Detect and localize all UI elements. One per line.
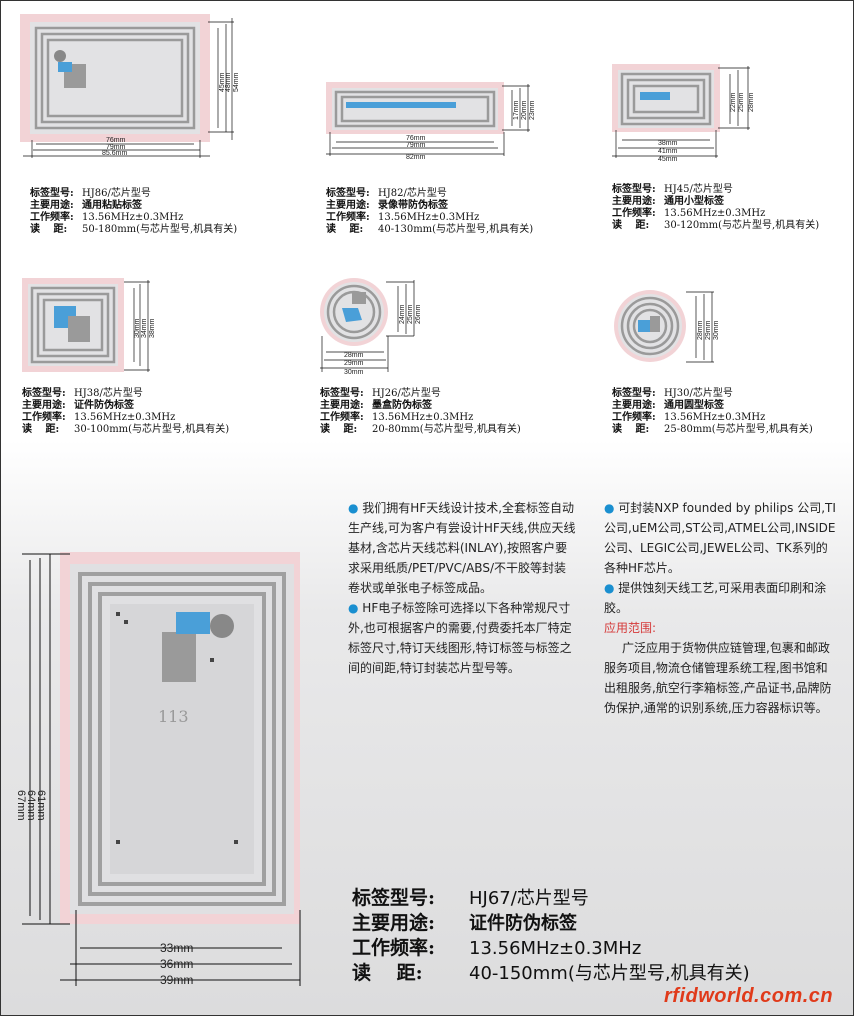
tag-card-hj86: 76mm 79mm 85.6mm 45mm 48mm 54mm [18, 12, 248, 172]
desc-p2: HF电子标签除可选择以下各种常规尺寸外,也可根据客户的需要,付费委托本厂特定标签… [348, 601, 572, 675]
tag-diagram-hj38: 30mm 34mm 38mm [22, 278, 156, 372]
dim-h-2: 64mm [25, 790, 37, 821]
tag-diagram-hj67: 113 61mm 64mm 67mm 33mm 36mm 39mm [15, 552, 301, 987]
dim-h-1: 28mm [697, 320, 704, 340]
dim-h-3: 67mm [15, 790, 27, 821]
specs-hj30: 标签型号:HJ30/芯片型号 主要用途:通用圆型标签 工作频率:13.56MHz… [612, 388, 813, 435]
description-col-1: ● 我们拥有HF天线设计技术,全套标签自动生产线,可为客户有尝设计HF天线,供应… [348, 498, 576, 678]
tag-diagram-hj26: 28mm 29mm 30mm 24mm 25mm 26mm [320, 278, 422, 376]
desc-p1: 我们拥有HF天线设计技术,全套标签自动生产线,可为客户有尝设计HF天线,供应天线… [348, 501, 576, 595]
chip-number: 113 [158, 707, 189, 726]
dim-h-1: 61mm [35, 790, 47, 821]
dim-w-2: 41mm [658, 148, 678, 155]
bullet-icon: ● [604, 581, 619, 595]
tag-card-hj30: 28mm 29mm 30mm [610, 290, 730, 380]
specs-hj26: 标签型号:HJ26/芯片型号 主要用途:墨盒防伪标签 工作频率:13.56MHz… [320, 388, 521, 435]
tag-diagram-hj86: 76mm 79mm 85.6mm 45mm 48mm 54mm [20, 14, 240, 158]
dim-h-3: 23mm [529, 100, 536, 120]
specs-hj86: 标签型号:HJ86/芯片型号 主要用途:通用粘贴标签 工作频率:13.56MHz… [30, 188, 238, 235]
dim-w-1: 33mm [160, 941, 193, 955]
application-title: 应用范围: [604, 621, 657, 635]
dim-w-2: 79mm [106, 144, 126, 151]
tag-diagram-hj30: 28mm 29mm 30mm [614, 290, 720, 363]
dim-h-1: 22mm [730, 92, 737, 112]
dim-w-2: 29mm [344, 360, 364, 367]
dim-w-2: 79mm [406, 142, 426, 149]
specs-hj67: 标签型号:HJ67/芯片型号 主要用途:证件防伪标签 工作频率:13.56MHz… [352, 887, 750, 984]
bullet-icon: ● [604, 501, 619, 515]
tag-card-hj26: 28mm 29mm 30mm 24mm 25mm 26mm [318, 276, 438, 386]
dim-h-2: 20mm [521, 100, 528, 120]
tag-card-hj82: 76mm 79mm 82mm 17mm 20mm 23mm [324, 80, 554, 170]
dim-h-2: 25mm [407, 304, 414, 324]
site-watermark: rfidworld.com.cn [664, 985, 834, 1007]
description-col-2: ● 可封装NXP founded by philips 公司,TI公司,uEM公… [604, 498, 836, 718]
dim-w-1: 28mm [344, 352, 364, 359]
dim-h-1: 24mm [399, 304, 406, 324]
dim-h-3: 38mm [149, 318, 156, 338]
dim-h-1: 45mm [219, 72, 226, 92]
specs-hj45: 标签型号:HJ45/芯片型号 主要用途:通用小型标签 工作频率:13.56MHz… [612, 184, 820, 231]
dim-h-1: 17mm [513, 100, 520, 120]
dim-w-1: 38mm [658, 140, 678, 147]
specs-hj38: 标签型号:HJ38/芯片型号 主要用途:证件防伪标签 工作频率:13.56MHz… [22, 388, 230, 435]
dim-h-2: 48mm [225, 72, 232, 92]
dim-h-2: 25mm [738, 92, 745, 112]
dim-w-1: 76mm [406, 135, 426, 142]
dim-h-1: 30mm [134, 318, 141, 338]
specs-hj82: 标签型号:HJ82/芯片型号 主要用途:录像带防伪标签 工作频率:13.56MH… [326, 188, 534, 235]
dim-w-3: 30mm [344, 369, 364, 376]
tag-diagram-hj45: 38mm 41mm 45mm 22mm 25mm 28mm [612, 64, 755, 163]
dim-h-3: 26mm [415, 304, 422, 324]
desc-chips: 可封装NXP founded by philips 公司,TI公司,uEM公司,… [604, 501, 836, 575]
dim-h-2: 34mm [141, 318, 148, 338]
bullet-icon: ● [348, 601, 363, 615]
application-text: 广泛应用于货物供应链管理,包裹和邮政服务项目,物流仓储管理系统工程,图书馆和出租… [604, 641, 832, 715]
dim-h-3: 54mm [233, 72, 240, 92]
dim-w-1: 76mm [106, 137, 126, 144]
dim-w-3: 82mm [406, 154, 426, 161]
dim-h-3: 28mm [748, 92, 755, 112]
dim-w-2: 36mm [160, 957, 193, 971]
dim-h-3: 30mm [713, 320, 720, 340]
dim-h-2: 29mm [705, 320, 712, 340]
desc-etching: 提供蚀刻天线工艺,可采用表面印刷和涂胶。 [604, 581, 827, 615]
dim-w-3: 45mm [658, 156, 678, 163]
tag-card-hj38: 30mm 34mm 38mm [20, 276, 180, 386]
dim-w-3: 39mm [160, 973, 193, 987]
tag-card-hj67: 113 61mm 64mm 67mm 33mm 36mm 39mm [15, 540, 310, 994]
dim-w-3: 85.6mm [102, 150, 127, 157]
bullet-icon: ● [348, 501, 363, 515]
tag-diagram-hj82: 76mm 79mm 82mm 17mm 20mm 23mm [326, 82, 536, 161]
tag-card-hj45: 38mm 41mm 45mm 22mm 25mm 28mm [610, 62, 840, 172]
